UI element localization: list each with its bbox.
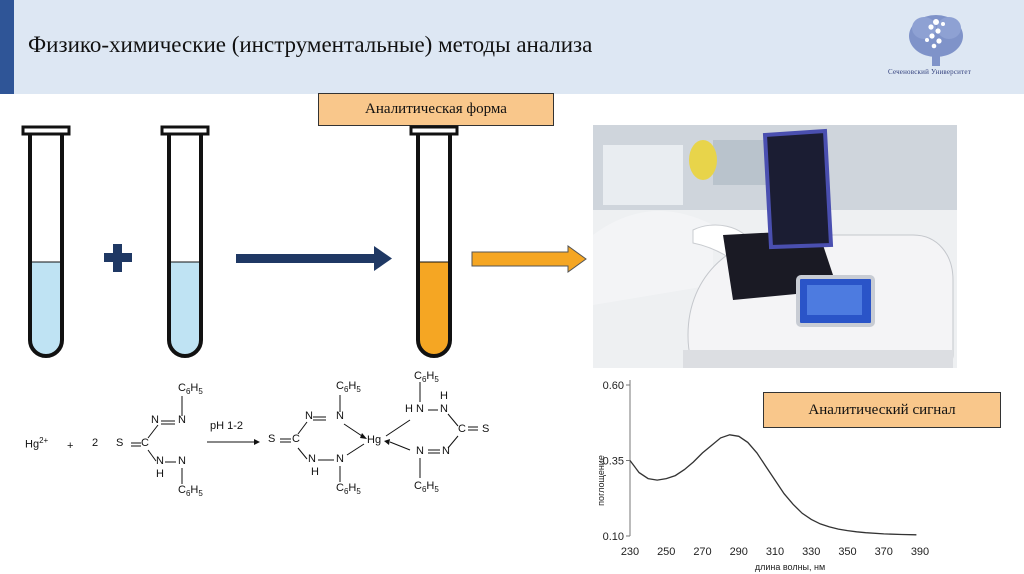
atom-s: S (116, 437, 123, 449)
tubes-diagram (0, 0, 600, 372)
test-tube-orange (411, 127, 457, 356)
atom-c: C (141, 437, 149, 449)
spectrum-line (630, 435, 916, 535)
phenyl-group: C6H5 (414, 480, 439, 494)
spectrophotometer-photo (593, 125, 957, 368)
reaction-condition: pH 1-2 (210, 420, 243, 432)
university-logo-icon (905, 10, 967, 68)
x-axis-label: длина волны, нм (755, 562, 825, 572)
plus-sign: + (67, 440, 73, 452)
signal-arrow-icon (472, 246, 586, 272)
x-tick-label: 370 (875, 546, 893, 558)
atom-c: C (458, 423, 466, 435)
x-tick-label: 390 (911, 546, 929, 558)
atom-n: N (178, 414, 186, 426)
logo-text: Сеченовский Университет (888, 68, 998, 76)
atom-h: H (405, 403, 413, 415)
x-tick-label: 310 (766, 546, 784, 558)
atom-c: C (292, 433, 300, 445)
atom-n: N (305, 410, 313, 422)
x-tick-label: 330 (802, 546, 820, 558)
x-tick-label: 250 (657, 546, 675, 558)
atom-n: N (336, 410, 344, 422)
phenyl-group: C6H5 (336, 482, 361, 496)
y-axis-label: поглощение (596, 455, 606, 506)
x-tick-label: 230 (621, 546, 639, 558)
test-tube-blue-2 (162, 127, 208, 356)
reaction-arrow-icon (236, 246, 392, 271)
atom-h: H (311, 466, 319, 478)
atom-h: H (440, 390, 448, 402)
coefficient: 2 (92, 437, 98, 449)
test-tube-blue-1 (23, 127, 69, 356)
reaction-scheme: Hg2+ + 2 S C N N N N H C6H5 C6H5 pH 1-2 … (0, 370, 520, 500)
phenyl-group: C6H5 (178, 484, 203, 498)
atom-n: N (442, 445, 450, 457)
y-tick-label: 0.10 (603, 531, 624, 543)
plus-icon (104, 244, 132, 272)
atom-n: N (151, 414, 159, 426)
atom-n: N (178, 455, 186, 467)
atom-s: S (268, 433, 275, 445)
phenyl-group: C6H5 (178, 382, 203, 396)
atom-n: N (308, 453, 316, 465)
atom-s: S (482, 423, 489, 435)
atom-n: N (336, 453, 344, 465)
atom-n: N (440, 403, 448, 415)
hg-atom: Hg (367, 434, 381, 446)
y-tick-label: 0.60 (603, 380, 624, 392)
phenyl-group: C6H5 (414, 370, 439, 384)
atom-n: N (156, 455, 164, 467)
atom-n: N (416, 445, 424, 457)
atom-h: H (156, 468, 164, 480)
x-tick-label: 350 (838, 546, 856, 558)
hg-ion: Hg2+ (25, 436, 48, 451)
atom-n: N (416, 403, 424, 415)
x-tick-label: 270 (693, 546, 711, 558)
x-tick-label: 290 (730, 546, 748, 558)
phenyl-group: C6H5 (336, 380, 361, 394)
